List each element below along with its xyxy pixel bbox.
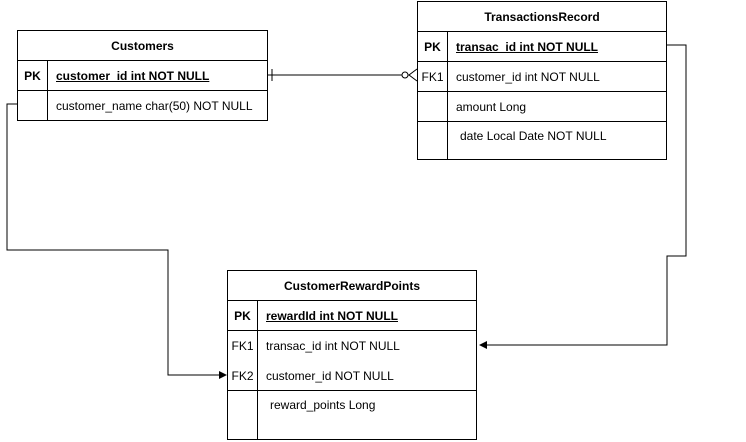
transactions-table[interactable]: TransactionsRecord PK transac_id int NOT…	[417, 1, 667, 160]
field-label: customer_name char(50) NOT NULL	[56, 99, 253, 113]
field-label: customer_id int NOT NULL	[56, 69, 210, 83]
rewards-table-title: CustomerRewardPoints	[228, 271, 476, 301]
key-label	[418, 92, 448, 121]
key-label: FK2	[228, 361, 258, 390]
customers-table[interactable]: Customers PK customer_id int NOT NULL cu…	[17, 30, 268, 121]
field-label: transac_id int NOT NULL	[456, 40, 599, 54]
key-label	[418, 122, 448, 160]
rewards-row-pk[interactable]: PK rewardId int NOT NULL	[228, 301, 476, 331]
key-label: FK1	[228, 331, 258, 361]
field-label: rewardId int NOT NULL	[266, 309, 398, 323]
key-label: PK	[418, 32, 448, 61]
rewards-table[interactable]: CustomerRewardPoints PK rewardId int NOT…	[227, 270, 477, 440]
transactions-table-title: TransactionsRecord	[418, 2, 666, 32]
customers-row-pk[interactable]: PK customer_id int NOT NULL	[18, 61, 267, 91]
field-label: customer_id NOT NULL	[266, 369, 394, 383]
customers-to-rewards-connector	[6, 103, 227, 379]
key-label	[18, 91, 48, 121]
customers-transactions-relation	[267, 68, 418, 82]
field-label: date Local Date NOT NULL	[460, 129, 607, 143]
rewards-row-fk1[interactable]: FK1 transac_id int NOT NULL	[228, 331, 476, 361]
field-label: transac_id int NOT NULL	[266, 339, 400, 353]
key-label: PK	[228, 301, 258, 330]
transactions-row-pk[interactable]: PK transac_id int NOT NULL	[418, 32, 666, 62]
transactions-to-rewards-connector	[479, 44, 687, 349]
transactions-row-fk1[interactable]: FK1 customer_id int NOT NULL	[418, 62, 666, 92]
rewards-row-points[interactable]: reward_points Long	[228, 391, 476, 439]
crow-foot-lower	[408, 74, 418, 82]
zero-mark	[401, 71, 409, 79]
customers-table-title: Customers	[18, 31, 267, 61]
transactions-row-amount[interactable]: amount Long	[418, 92, 666, 122]
rewards-row-fk2[interactable]: FK2 customer_id NOT NULL	[228, 361, 476, 391]
field-label: customer_id int NOT NULL	[456, 70, 600, 84]
field-label: amount Long	[456, 100, 527, 114]
key-label	[228, 391, 258, 439]
transactions-row-date[interactable]: date Local Date NOT NULL	[418, 122, 666, 160]
key-label: PK	[18, 61, 48, 90]
field-label: reward_points Long	[270, 398, 376, 412]
crow-foot-upper	[408, 68, 418, 76]
key-label: FK1	[418, 62, 448, 91]
customers-row-name[interactable]: customer_name char(50) NOT NULL	[18, 91, 267, 121]
